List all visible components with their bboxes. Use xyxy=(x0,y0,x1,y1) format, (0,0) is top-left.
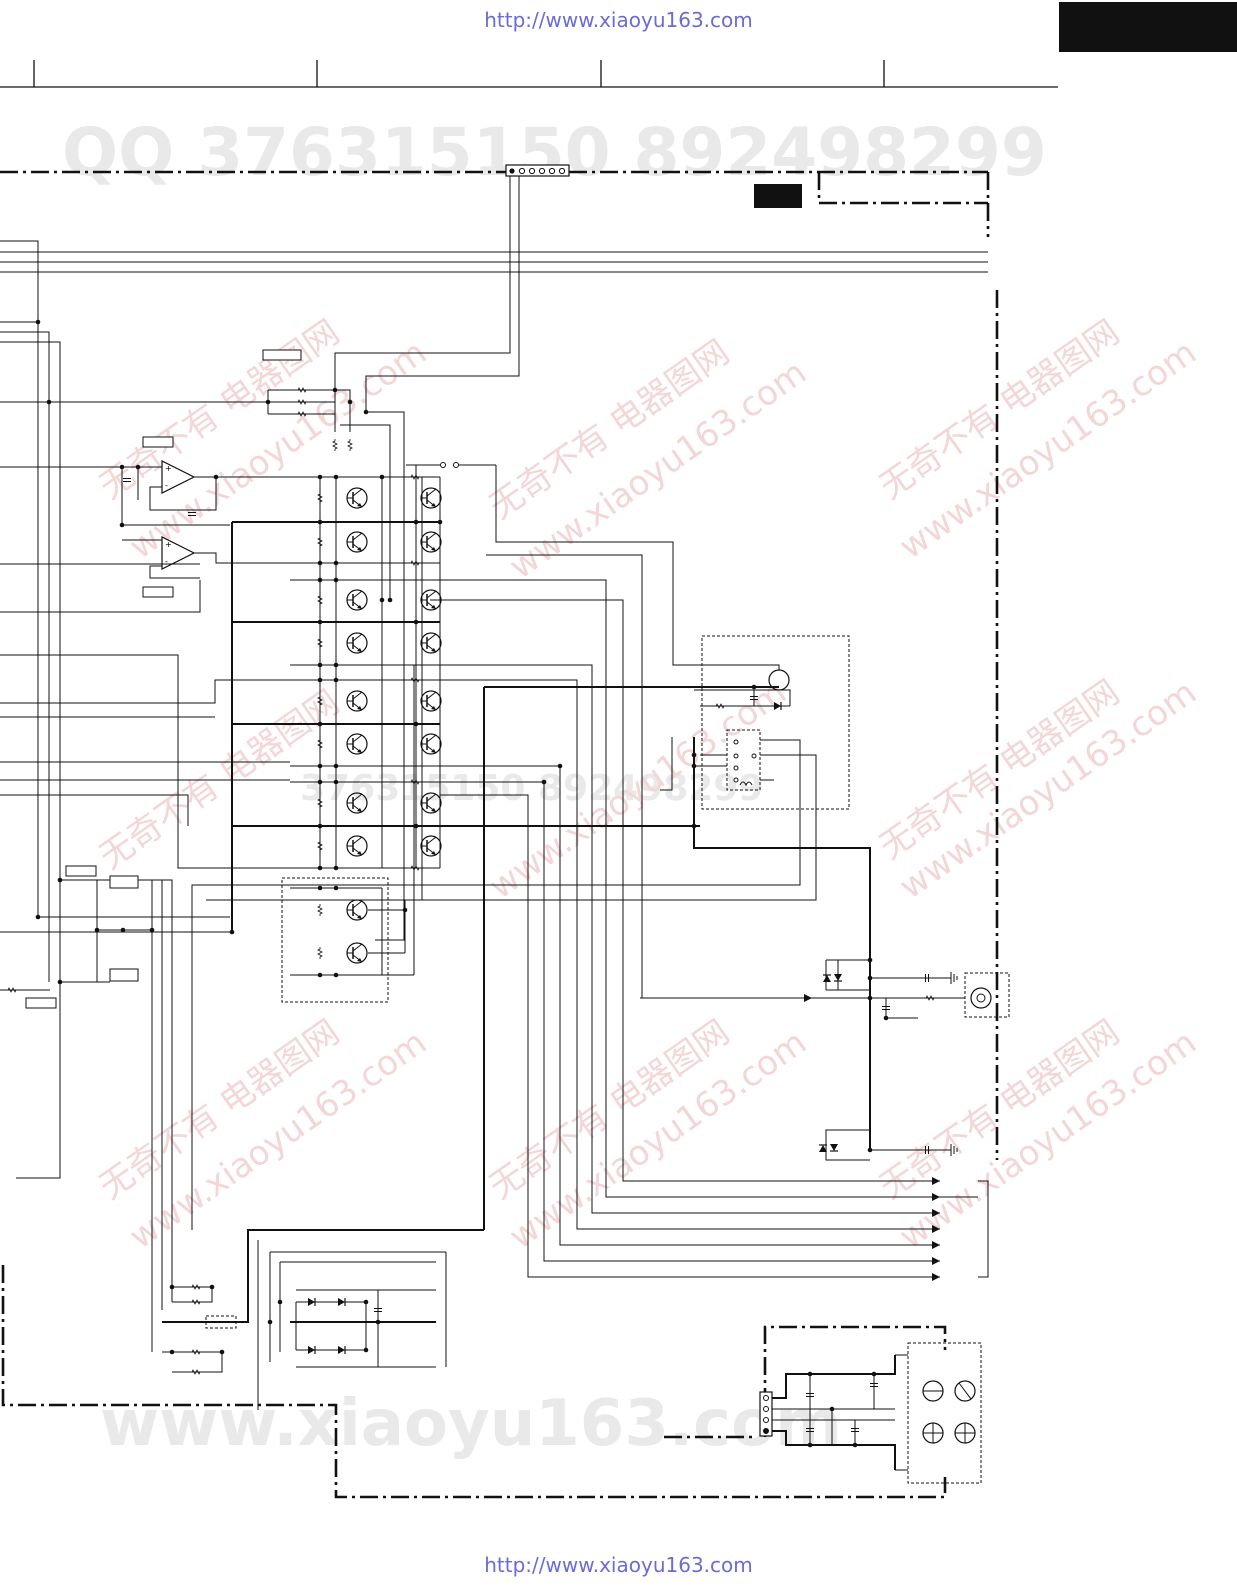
opamp-wiring xyxy=(0,349,302,598)
jack-wiring xyxy=(640,959,1010,1161)
bus-lines xyxy=(0,176,988,1179)
arrow-right-icon xyxy=(804,994,812,1002)
source-url-top[interactable]: http://www.xiaoyu163.com xyxy=(484,8,753,32)
board-label-box xyxy=(754,184,802,208)
watermark-mid: 376315150 892498299 xyxy=(300,768,763,809)
transistor-subbox xyxy=(281,877,389,1003)
top-grid-ruler xyxy=(0,60,1058,88)
watermark-qq: QQ 376315150 892498299 xyxy=(62,114,1047,191)
relay-switch-icon xyxy=(726,729,761,791)
source-url-bottom[interactable]: http://www.xiaoyu163.com xyxy=(484,1553,753,1577)
jack-icon xyxy=(970,987,992,1009)
page-tab-marker xyxy=(1059,2,1237,52)
board-outline xyxy=(0,170,999,1499)
output-arrows xyxy=(932,1177,940,1281)
power-supply-wiring xyxy=(162,1229,484,1410)
terminal-block-icon xyxy=(759,1342,982,1484)
switch-top xyxy=(406,462,496,468)
watermark-site-bottom: www.xiaoyu163.com xyxy=(100,1387,842,1461)
transistor-icon xyxy=(346,487,442,964)
signal-routing xyxy=(0,580,290,1352)
relay-wiring xyxy=(191,669,871,1230)
output-bus xyxy=(0,465,989,1278)
connector-6pin-icon xyxy=(505,164,570,177)
ground-icon xyxy=(950,972,958,1156)
